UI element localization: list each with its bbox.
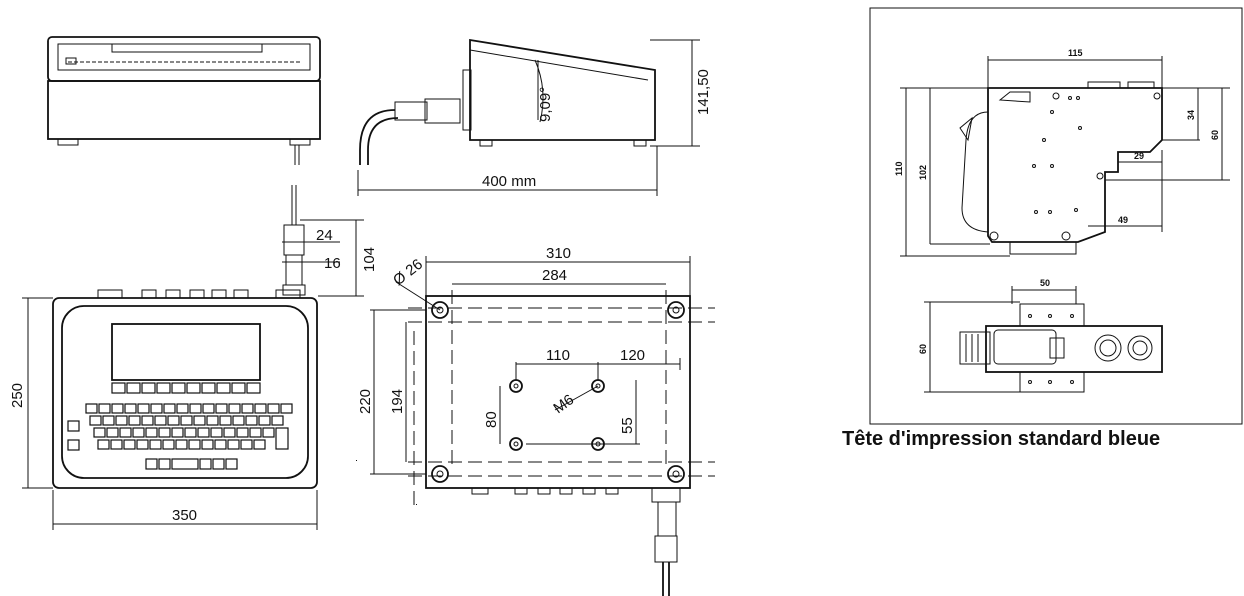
connector-16-label: 16 xyxy=(324,255,341,272)
print-head-frame xyxy=(869,7,1243,425)
front-view xyxy=(47,36,321,165)
top-view xyxy=(52,185,318,489)
connector-104-label: 104 xyxy=(361,247,378,272)
head-49-label: 49 xyxy=(1118,215,1128,225)
dot-mark xyxy=(416,504,417,505)
dot-mark xyxy=(356,460,357,461)
keyboard xyxy=(67,382,293,470)
head-29-label: 29 xyxy=(1134,151,1144,161)
side-length-label: 400 mm xyxy=(482,173,536,190)
front-width-label: 350 xyxy=(172,507,197,524)
holes-110-label: 110 xyxy=(546,347,570,364)
holes-80-label: 80 xyxy=(483,411,500,428)
head-115-label: 115 xyxy=(1068,48,1083,58)
bottom-220-label: 220 xyxy=(357,389,374,414)
head-60a-label: 60 xyxy=(1210,130,1220,140)
bottom-310-label: 310 xyxy=(546,245,571,262)
bottom-194-label: 194 xyxy=(389,389,406,414)
bottom-view xyxy=(370,256,715,596)
print-head-side xyxy=(900,56,1230,257)
head-102-label: 102 xyxy=(918,165,928,180)
connector-24-label: 24 xyxy=(316,227,333,244)
head-34-label: 34 xyxy=(1186,110,1196,120)
head-110-label: 110 xyxy=(894,161,904,176)
top-view-dims xyxy=(22,219,364,530)
bottom-284-label: 284 xyxy=(542,267,567,284)
holes-55-label: 55 xyxy=(619,417,636,434)
print-head-top xyxy=(924,286,1163,393)
side-view xyxy=(357,38,700,196)
hole-dia-label: Ø 26 xyxy=(390,256,426,289)
head-50-label: 50 xyxy=(1040,278,1050,288)
side-height-label: 141,50 xyxy=(695,69,712,115)
tilt-angle-label: 9,09° xyxy=(537,87,554,122)
front-height-label: 250 xyxy=(9,383,26,408)
holes-120-label: 120 xyxy=(620,347,645,364)
thread-label: M6 xyxy=(550,391,577,417)
head-60b-label: 60 xyxy=(918,344,928,354)
print-head-caption: Tête d'impression standard bleue xyxy=(842,428,1161,450)
